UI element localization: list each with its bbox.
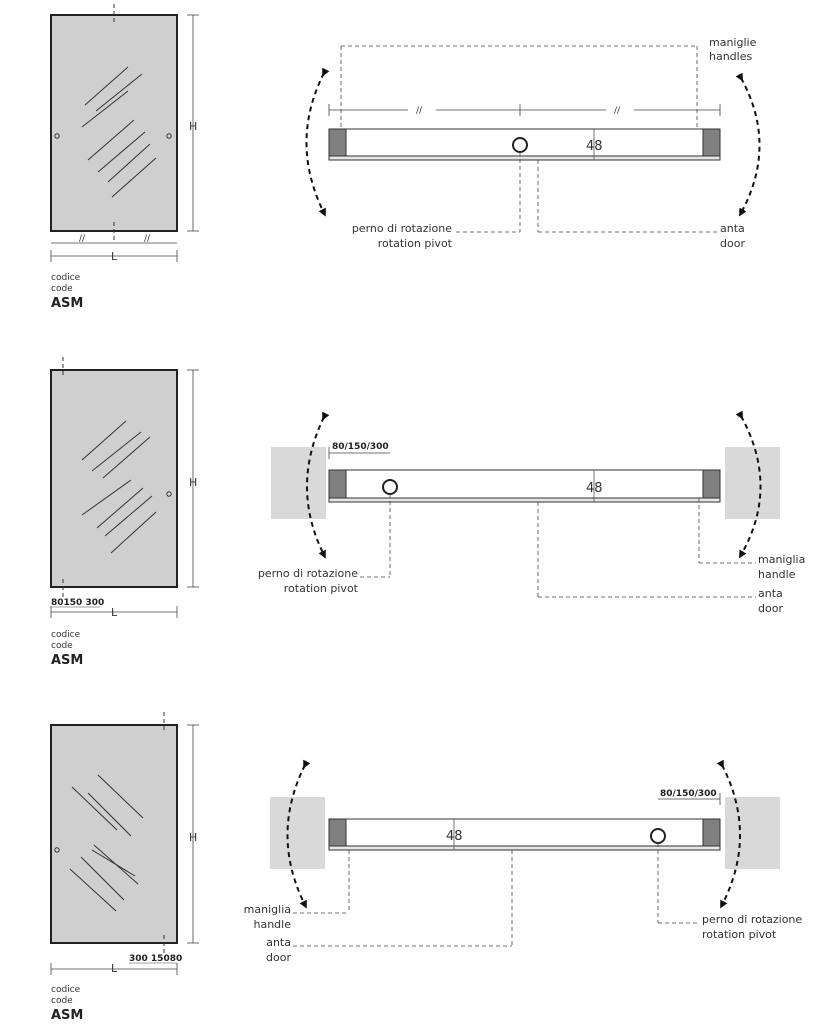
handle-label-en-2: handle: [758, 568, 796, 581]
door-label-it-3: anta: [266, 936, 291, 949]
handle-block-right-1: [702, 128, 721, 157]
l-label-2: L: [111, 606, 118, 619]
pivot-label-it-2: perno di rotazione: [258, 567, 358, 580]
swing-arrow-right-3: [716, 759, 741, 909]
wall-left-2: [271, 447, 326, 519]
wall-right-3: [725, 797, 780, 869]
door-label-en-2: door: [758, 602, 783, 615]
h-label-1: H: [189, 120, 197, 133]
glass-reflection-2: [81, 420, 157, 554]
codice-label-2: codice: [51, 630, 81, 640]
offset-label-2: 80/150/300: [332, 442, 389, 452]
door-label-en-1: door: [720, 237, 745, 250]
half-mark-a-1: //: [416, 106, 423, 116]
h-label-3: H: [189, 831, 197, 844]
wall-right-2: [725, 447, 780, 519]
handle-dot-left-1: [54, 133, 60, 139]
dim-48-2: 48: [586, 481, 603, 496]
door-panel-2: [50, 369, 178, 588]
h-label-2: H: [189, 476, 197, 489]
door-plan-3: 80/150/300 48 maniglia handle anta door …: [244, 759, 802, 964]
door-panel-1: [50, 14, 178, 232]
codice-label-1: codice: [51, 273, 81, 283]
swing-arrow-left-1: [305, 67, 330, 217]
pivot-label-en-1: rotation pivot: [378, 237, 453, 250]
dim-48-3: 48: [446, 829, 463, 844]
door-label-en-3: door: [266, 951, 291, 964]
section-1: H L // // codice code ASM maniglie handl…: [50, 4, 761, 311]
l-label-1: L: [111, 250, 118, 263]
pivot-label-it-1: perno di rotazione: [352, 222, 452, 235]
pivot-circle-2: [382, 479, 398, 495]
handle-label-en-3: handle: [254, 918, 292, 931]
bottom-offsets-2: 80150 300: [51, 598, 104, 608]
door-elevation-2: H L 80150 300 codice code ASM: [50, 357, 199, 668]
glass-reflection-1: [81, 66, 157, 198]
handle-block-right-2: [702, 469, 721, 499]
half-mark-left-1: //: [79, 234, 86, 244]
pivot-label-en-3: rotation pivot: [702, 928, 777, 941]
door-panel-3: [50, 724, 178, 944]
wall-left-3: [270, 797, 325, 869]
section-2: H L 80150 300 codice code ASM 80/150/300…: [50, 357, 805, 668]
glass-reflection-3: [69, 774, 144, 912]
pivot-circle-1: [512, 137, 528, 153]
swing-arrow-right-2: [735, 410, 762, 559]
door-label-it-2: anta: [758, 587, 783, 600]
door-label-it-1: anta: [720, 222, 745, 235]
code-label-3: code: [51, 996, 73, 1006]
door-elevation-3: H L 300 15080 codice code ASM: [50, 712, 199, 1023]
pivot-circle-3: [650, 828, 666, 844]
door-plan-1: maniglie handles // // 48 perno di rotaz…: [305, 36, 761, 250]
section-3: H L 300 15080 codice code ASM 80/150/300…: [50, 712, 802, 1023]
handle-label-it-3: maniglia: [244, 903, 291, 916]
door-plan-2: 80/150/300 48 perno di rotazione rotatio…: [258, 410, 805, 615]
glass-edge-3: [328, 845, 721, 851]
handles-label-it-1: maniglie: [709, 36, 757, 49]
code-label-2: code: [51, 641, 73, 651]
code-label-1: code: [51, 284, 73, 294]
swing-arrow-right-1: [735, 72, 761, 217]
model-code-3: ASM: [51, 1008, 83, 1023]
half-mark-right-1: //: [144, 234, 151, 244]
l-label-3: L: [111, 962, 118, 975]
handle-block-left-3: [328, 818, 347, 847]
handle-dot-2: [166, 491, 172, 497]
handle-label-it-2: maniglia: [758, 553, 805, 566]
handle-block-left-1: [328, 128, 347, 157]
glass-edge-1: [328, 155, 721, 161]
half-mark-b-1: //: [614, 106, 621, 116]
pivot-label-it-3: perno di rotazione: [702, 913, 802, 926]
codice-label-3: codice: [51, 985, 81, 995]
model-code-1: ASM: [51, 296, 83, 311]
handle-block-right-3: [702, 818, 721, 847]
handle-dot-3: [54, 847, 60, 853]
swing-arrow-left-3: [286, 759, 311, 909]
model-code-2: ASM: [51, 653, 83, 668]
bottom-offsets-3: 300 15080: [129, 954, 182, 964]
pivot-label-en-2: rotation pivot: [284, 582, 359, 595]
handle-dot-right-1: [166, 133, 172, 139]
offset-label-3: 80/150/300: [660, 789, 717, 799]
handles-label-en-1: handles: [709, 50, 752, 63]
dim-48-1: 48: [586, 139, 603, 154]
glass-edge-2: [328, 497, 721, 503]
handle-block-left-2: [328, 469, 347, 499]
door-elevation-1: H L // // codice code ASM: [50, 4, 199, 311]
swing-arrow-left-2: [306, 411, 330, 559]
